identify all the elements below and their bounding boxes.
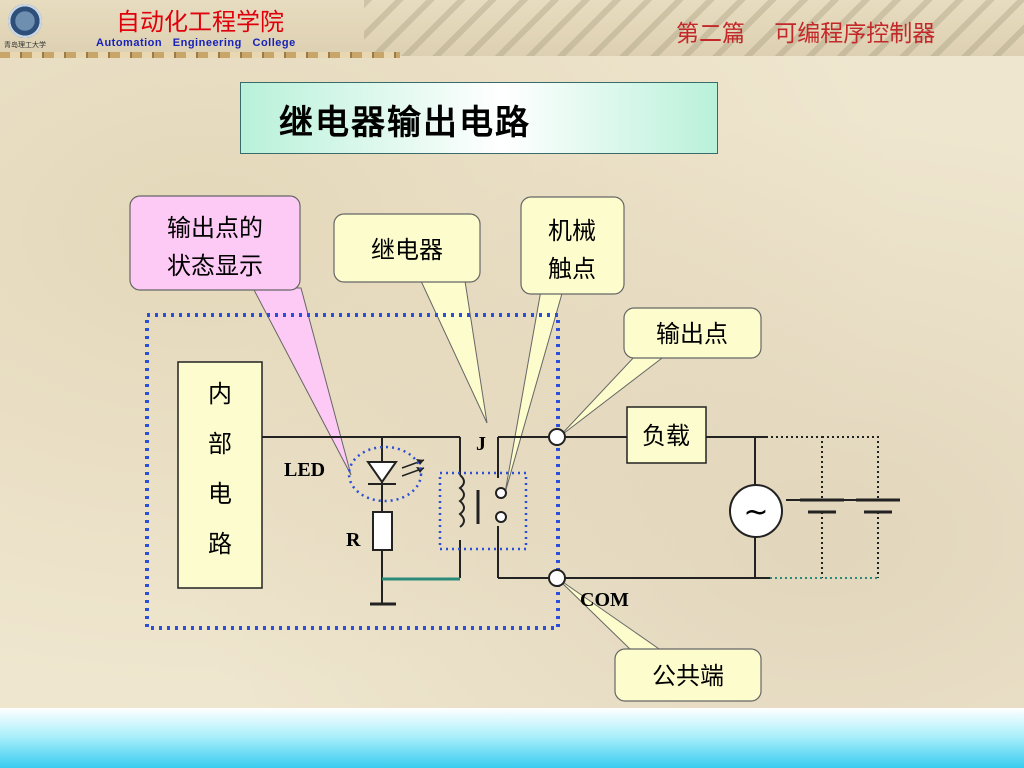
callout-relay: 继电器 xyxy=(333,213,488,424)
resistor-icon xyxy=(372,511,393,551)
contact-lower xyxy=(495,511,507,523)
internal-char-4: 路 xyxy=(208,530,232,558)
internal-circuit-block: 内 部 电 路 xyxy=(177,361,263,589)
ac-source-icon xyxy=(729,484,783,538)
internal-char-3: 电 xyxy=(208,480,232,508)
resistor-label: R xyxy=(346,529,361,551)
load-box xyxy=(626,406,707,464)
com-terminal xyxy=(548,569,566,587)
slide-footer-band xyxy=(0,708,1024,768)
college-name-en: Automation Engineering College xyxy=(96,37,296,49)
callout-led-line2: 状态显示 xyxy=(167,252,263,280)
dc-source-alternatives xyxy=(766,436,900,579)
course-title: 第二篇 可编程序控制器 xyxy=(676,21,936,47)
contact-upper xyxy=(495,487,507,499)
internal-char-1: 内 xyxy=(208,380,232,408)
led-highlight-ring xyxy=(347,445,423,503)
callout-mechanical-contact: 机械 触点 xyxy=(504,196,625,494)
college-name-cn: 自动化工程学院 xyxy=(116,8,284,36)
callout-contact-line2: 触点 xyxy=(548,255,596,283)
slide-header: 青岛理工大学 自动化工程学院 Automation Engineering Co… xyxy=(0,0,1024,56)
output-terminal xyxy=(548,428,566,446)
callout-output-point: 输出点 xyxy=(558,307,762,438)
plc-output-enclosure xyxy=(145,313,560,630)
header-pattern xyxy=(364,0,1024,56)
com-label: COM xyxy=(580,589,629,611)
relay-label: J xyxy=(476,433,486,455)
callout-relay-text: 继电器 xyxy=(371,236,443,264)
callout-contact-line1: 机械 xyxy=(548,217,596,245)
led-label: LED xyxy=(284,459,325,481)
relay-coil-icon xyxy=(458,474,465,528)
led-icon xyxy=(366,459,425,485)
university-name: 青岛理工大学 xyxy=(4,41,46,49)
callout-common-text: 公共端 xyxy=(652,662,724,690)
callout-common-terminal: 公共端 xyxy=(556,577,762,702)
university-logo-icon xyxy=(8,4,42,38)
circuit-wires xyxy=(262,436,860,606)
load-label: 负载 xyxy=(642,422,690,450)
relay-frame xyxy=(438,471,528,551)
ac-symbol: ~ xyxy=(743,495,768,530)
slide-title: 继电器输出电路 xyxy=(279,103,531,143)
header-deco-bar xyxy=(0,52,400,58)
slide-title-box: 继电器输出电路 xyxy=(240,82,718,154)
callout-led-status: 输出点的 状态显示 xyxy=(129,195,352,476)
callout-led-line1: 输出点的 xyxy=(167,214,263,242)
callout-output-text: 输出点 xyxy=(656,320,728,348)
internal-char-2: 部 xyxy=(208,430,232,458)
